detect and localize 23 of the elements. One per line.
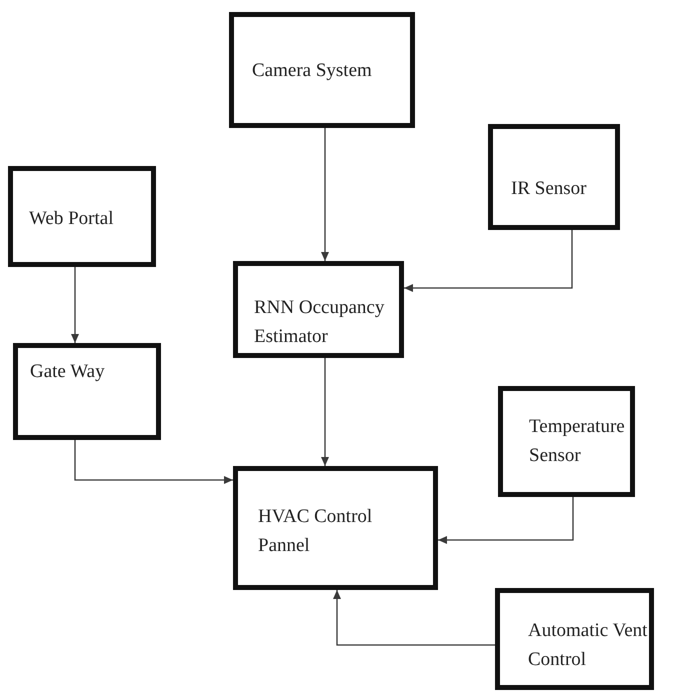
process-box <box>233 261 404 358</box>
process-box <box>8 166 156 267</box>
arrow <box>438 497 574 544</box>
box-label: Web Portal <box>29 207 114 231</box>
box-label: Automatic Vent Control <box>528 619 648 672</box>
process-box <box>13 343 161 440</box>
process-box <box>229 12 415 128</box>
process-box <box>233 466 438 590</box>
process-box <box>488 124 620 230</box>
arrow <box>321 128 329 261</box>
box-label: HVAC Control Pannel <box>258 505 374 558</box>
box-label: Camera System <box>252 59 373 83</box>
arrow <box>333 590 495 646</box>
arrow <box>74 440 233 484</box>
arrow <box>321 358 329 466</box>
process-box <box>498 386 635 497</box>
process-box <box>495 588 654 690</box>
arrow <box>71 267 79 343</box>
box-label: IR Sensor <box>511 177 588 201</box>
box-label: RNN Occupancy Estimator <box>254 296 386 348</box>
arrow <box>404 230 573 292</box>
box-label: Temperature Sensor <box>529 415 626 468</box>
box-label: Gate Way <box>30 360 106 384</box>
